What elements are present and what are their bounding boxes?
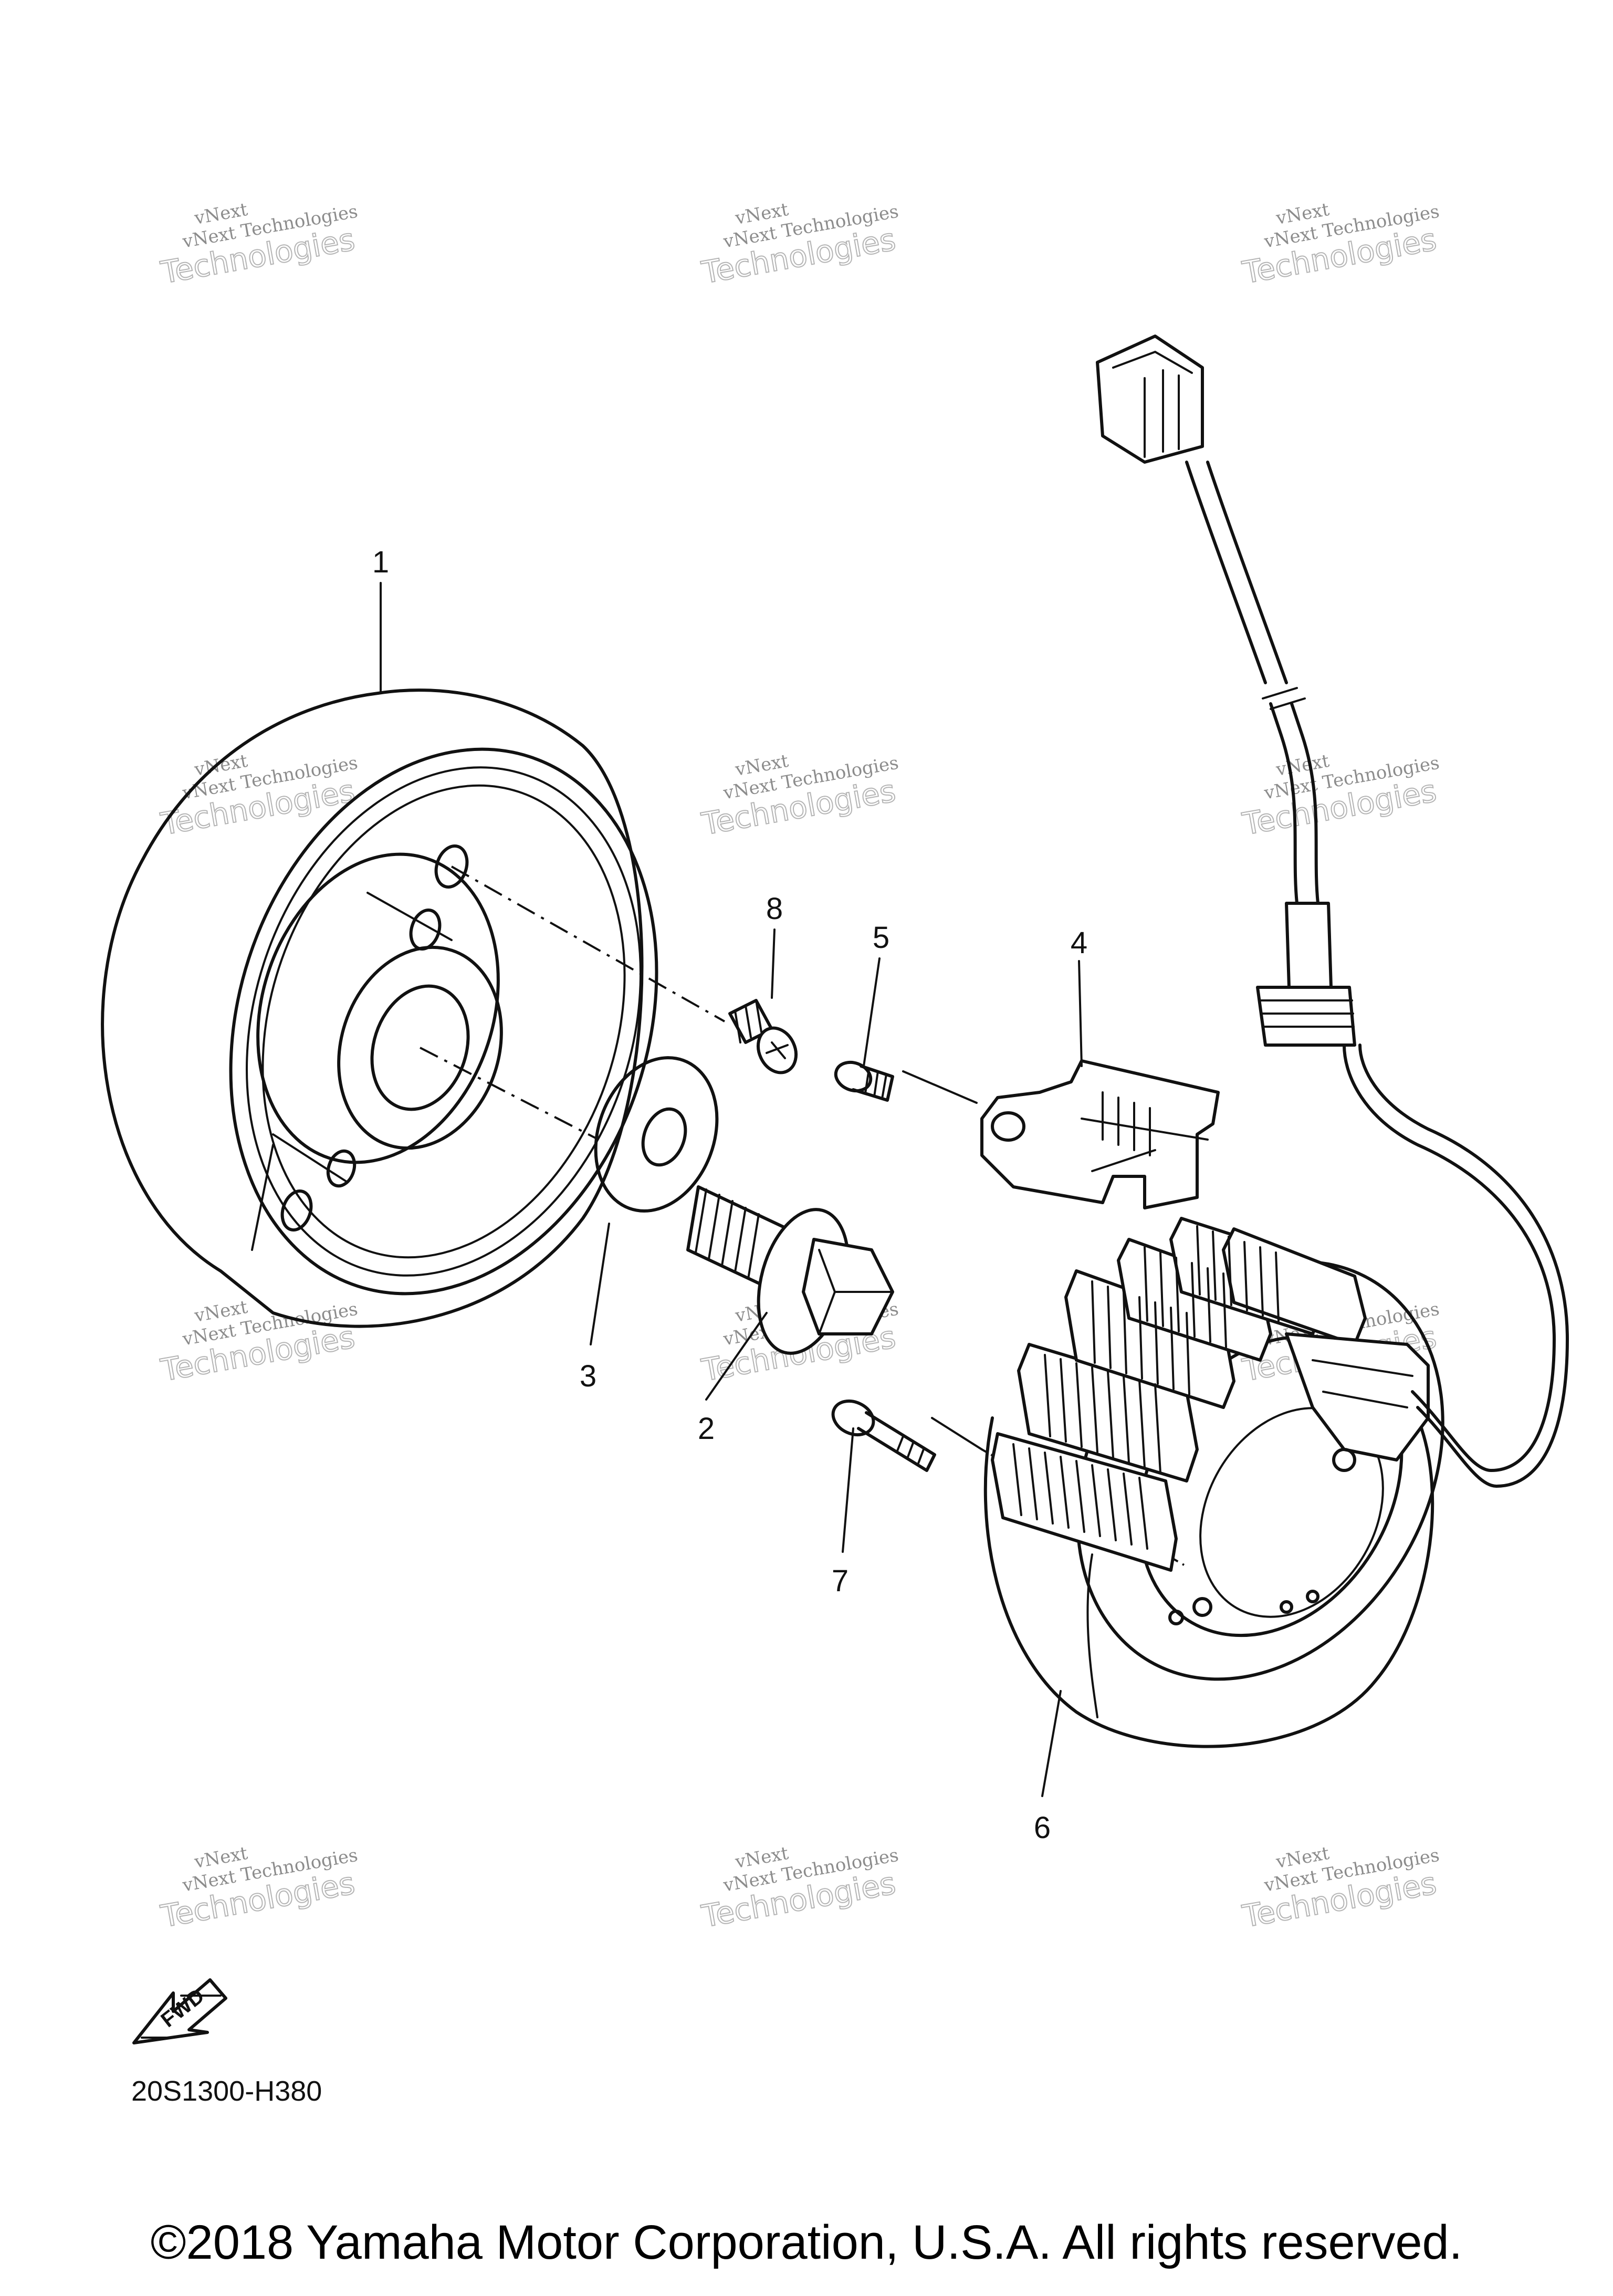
callout-leaders <box>380 582 1083 1797</box>
watermark: vNext vNext Technologies Technologies <box>698 199 900 291</box>
watermark: vNext vNext Technologies Technologies <box>698 750 900 843</box>
callout-4[interactable]: 4 <box>1071 926 1087 960</box>
fwd-label: FWD <box>156 1984 208 2032</box>
part-5-bolt[interactable] <box>832 1058 894 1102</box>
copyright-notice: ©2018 Yamaha Motor Corporation, U.S.A. A… <box>150 2216 1463 2269</box>
callouts: 1 2 3 4 5 6 7 8 <box>372 545 1087 1845</box>
watermark: vNext vNext Technologies Technologies <box>1239 199 1441 291</box>
watermark: vNext vNext Technologies Technologies <box>698 1843 900 1935</box>
part-3-washer[interactable] <box>575 1040 737 1228</box>
watermark: vNext vNext Technologies Technologies <box>158 750 359 843</box>
callout-5[interactable]: 5 <box>873 921 889 955</box>
part-2-bolt[interactable] <box>686 1185 894 1363</box>
callout-3[interactable]: 3 <box>580 1359 596 1393</box>
watermarks: vNext vNext Technologies Technologies vN… <box>158 199 1441 1935</box>
watermark: vNext vNext Technologies Technologies <box>158 1843 359 1935</box>
callout-6[interactable]: 6 <box>1034 1811 1051 1845</box>
watermark: vNext vNext Technologies Technologies <box>1239 1843 1441 1935</box>
part-4-plate[interactable] <box>980 1059 1220 1209</box>
callout-8[interactable]: 8 <box>766 892 783 926</box>
callout-7[interactable]: 7 <box>832 1564 849 1598</box>
fwd-arrow-icon: FWD <box>132 1978 227 2044</box>
reference-code: 20S1300-H380 <box>131 2075 322 2107</box>
watermark: vNext vNext Technologies Technologies <box>1239 750 1441 843</box>
callout-1[interactable]: 1 <box>372 545 389 579</box>
callout-2[interactable]: 2 <box>698 1412 715 1446</box>
watermark: vNext vNext Technologies Technologies <box>158 199 359 291</box>
part-7-bolt[interactable] <box>828 1395 936 1472</box>
part-8-screw[interactable] <box>728 999 803 1079</box>
watermark: vNext vNext Technologies Technologies <box>158 1297 359 1389</box>
part-6-stator[interactable] <box>983 335 1569 1748</box>
